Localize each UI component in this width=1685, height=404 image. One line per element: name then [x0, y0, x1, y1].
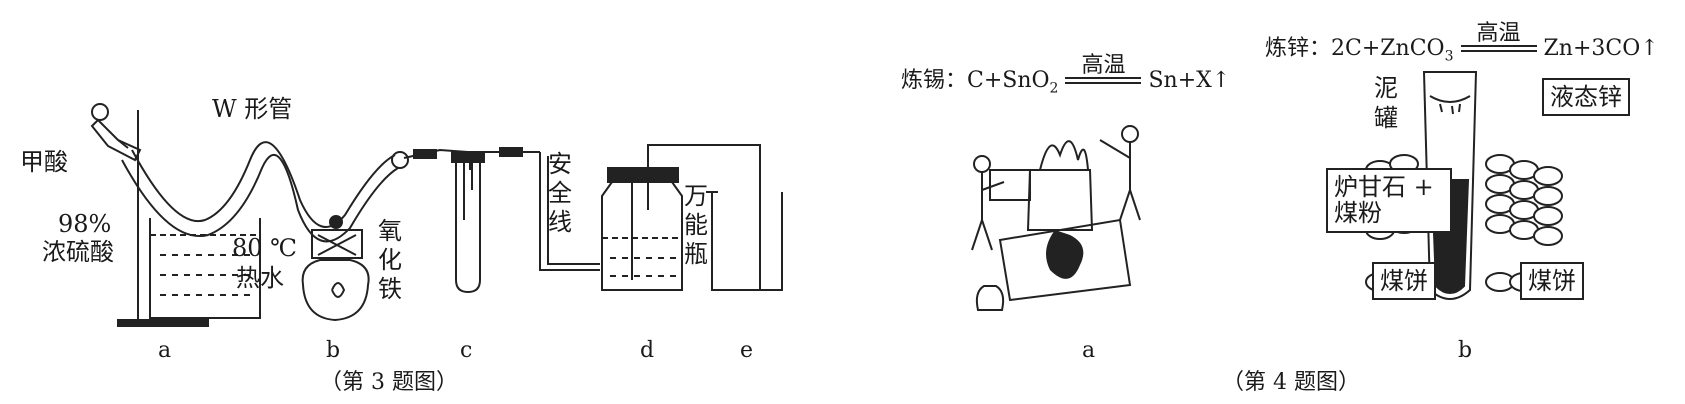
equation-tin-condition: 高温 [1065, 54, 1142, 84]
fig4-caption: （第 4 题图） [1222, 370, 1360, 395]
universal-bottle [601, 144, 761, 291]
label-safety-1: 安 [548, 150, 572, 178]
equation-tin-condition-text: 高温 [1081, 52, 1126, 78]
gas-arrow-icon: ↑ [1640, 36, 1659, 61]
equation-tin-products: Sn+X [1148, 68, 1212, 93]
w-shaped-tube [121, 141, 409, 243]
equation-zinc: 炼锌：2C+ZnCO3 高温 Zn+3CO↑ [1265, 22, 1659, 65]
label-coal-cake-left: 煤饼 [1372, 262, 1436, 301]
fig3-letter-a: a [158, 338, 172, 363]
alcohol-lamp [301, 215, 370, 322]
label-coal-cake-right: 煤饼 [1520, 262, 1584, 301]
equation-zinc-products: Zn+3CO [1543, 36, 1641, 61]
label-temperature: 80 ℃ [232, 234, 298, 262]
label-clay-pot-2: 罐 [1374, 104, 1398, 132]
test-tube-c [451, 151, 485, 294]
beaker-e [706, 191, 783, 291]
label-iron-oxide-3: 铁 [378, 275, 402, 303]
equation-zinc-condition-text: 高温 [1476, 20, 1521, 46]
equation-tin-reactants: 炼锡：C+SnO [901, 68, 1050, 93]
label-formic-acid: 甲酸 [20, 148, 68, 176]
fig3-letter-b: b [326, 338, 341, 363]
fig3-letter-e: e [740, 338, 754, 363]
fig3-caption: （第 3 题图） [320, 370, 458, 395]
label-w-tube: W 形管 [212, 95, 293, 123]
fig4-letter-a: a [1082, 338, 1096, 363]
equation-tin: 炼锡：C+SnO2 高温 Sn+X↑ [901, 54, 1231, 97]
label-hot-water: 热水 [236, 264, 284, 292]
equation-zinc-subscript: 3 [1444, 48, 1454, 65]
label-calamine: 炉甘石 + [1334, 173, 1434, 201]
equation-tin-subscript: 2 [1049, 80, 1059, 97]
iron-stand [117, 110, 209, 327]
label-iron-oxide-2: 化 [378, 246, 402, 274]
label-bottle-3: 瓶 [684, 240, 708, 268]
label-coal-powder-text: 煤粉 [1334, 199, 1382, 228]
label-h2so4-percent: 98% [58, 210, 112, 238]
equation-zinc-reactants: 炼锌：2C+ZnCO [1265, 36, 1445, 61]
label-safety-3: 线 [548, 208, 572, 236]
label-clay-pot-1: 泥 [1374, 74, 1398, 102]
label-h2so4: 浓硫酸 [42, 238, 114, 266]
tin-smelting-illustration [971, 125, 1141, 311]
label-calamine-coal: 炉甘石 + 煤饼 煤粉 [1326, 168, 1452, 233]
fig4-letter-b: b [1458, 338, 1473, 363]
equation-zinc-condition: 高温 [1460, 22, 1537, 52]
label-bottle-1: 万 [684, 182, 708, 210]
label-iron-oxide-1: 氧 [378, 217, 402, 245]
label-safety-2: 全 [548, 179, 572, 207]
fig3-letter-d: d [640, 338, 655, 363]
label-bottle-2: 能 [684, 211, 708, 239]
fig3-letter-c: c [460, 338, 473, 363]
label-liquid-zinc: 液态锌 [1542, 78, 1630, 117]
gas-arrow-icon: ↑ [1211, 68, 1231, 93]
dropper [90, 103, 142, 162]
